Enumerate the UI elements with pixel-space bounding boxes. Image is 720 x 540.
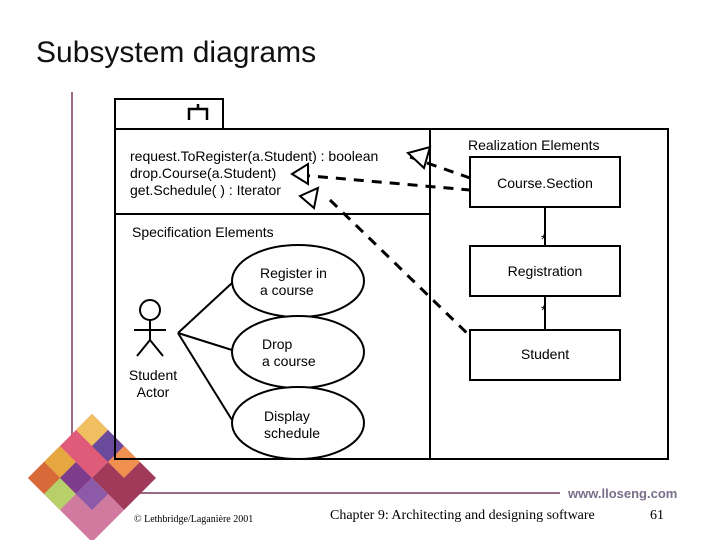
footer-url-link[interactable]: www.lloseng.com xyxy=(568,486,678,501)
realization-arrow-head-1 xyxy=(406,145,432,170)
student-actor-label: Student Actor xyxy=(128,367,178,400)
multiplicity-course-section: * xyxy=(541,231,547,247)
assoc-actor-display xyxy=(177,332,233,421)
student-actor-figure xyxy=(134,299,166,357)
class-registration-label: Registration xyxy=(507,263,583,279)
usecase-display-label: Display schedule xyxy=(264,408,321,441)
usecase-drop-label: Drop a course xyxy=(262,336,316,369)
realization-dashed-line-1 xyxy=(328,198,474,340)
class-student-label: Student xyxy=(520,346,570,362)
operation-request-to-register: request.ToRegister(a.Student) : boolean xyxy=(130,148,379,164)
realization-arrow-head-3 xyxy=(298,186,320,210)
operation-get-schedule: get.Schedule( ) : Iterator xyxy=(130,182,281,198)
assoc-actor-drop xyxy=(177,332,233,351)
operation-drop-course: drop.Course(a.Student) xyxy=(130,165,277,181)
footer-page-number: 61 xyxy=(650,508,664,523)
subsystem-body xyxy=(114,128,669,460)
class-student-box xyxy=(469,329,621,381)
subsystem-fork-icon xyxy=(187,104,209,120)
class-course-section-label: Course.Section xyxy=(497,175,593,191)
multiplicity-registration: * xyxy=(541,302,547,318)
class-course-section-box xyxy=(469,156,621,208)
assoc-actor-register xyxy=(177,282,233,334)
realization-dashed-line-3 xyxy=(299,173,471,192)
footer-copyright: © Lethbridge/Laganière 2001 xyxy=(134,514,254,525)
realization-arrow-head-2 xyxy=(290,162,309,186)
footer-chapter: Chapter 9: Architecting and designing so… xyxy=(330,508,595,523)
slide-title: Subsystem diagrams xyxy=(36,36,317,69)
usecase-display-ellipse xyxy=(231,386,365,460)
subsystem-tab xyxy=(114,98,224,130)
specification-elements-label: Specification Elements xyxy=(132,224,274,240)
usecase-register-label: Register in a course xyxy=(260,265,327,298)
realization-elements-label: Realization Elements xyxy=(468,137,600,153)
